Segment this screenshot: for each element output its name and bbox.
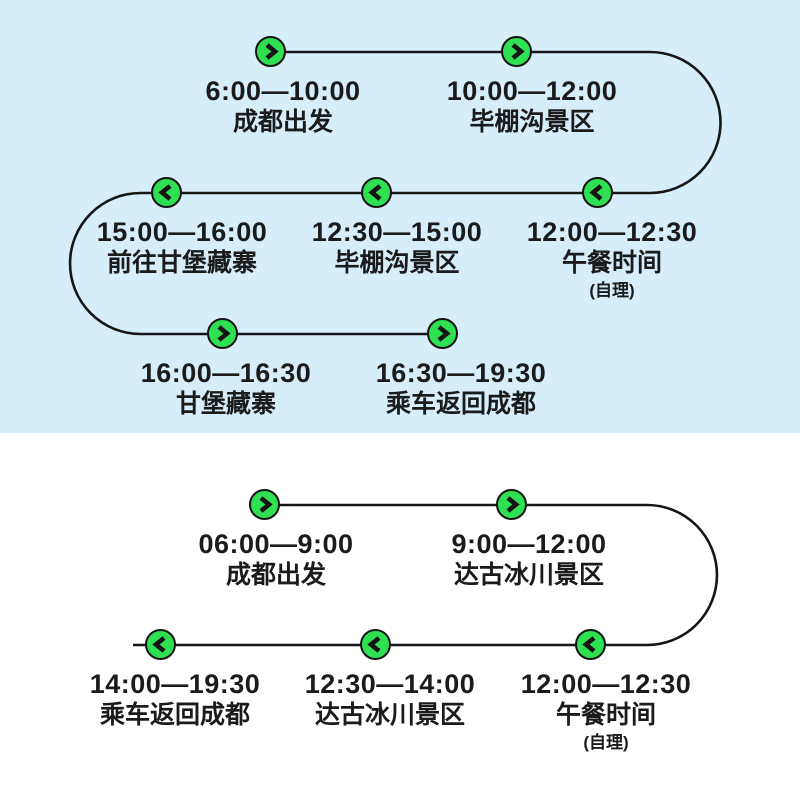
timeline-node	[249, 489, 280, 520]
stop-place: 前往甘堡藏寨	[106, 249, 257, 277]
stop-place: 成都出发	[232, 108, 334, 136]
stop-place: 午餐时间	[561, 249, 662, 277]
stop-time: 16:30—19:30	[375, 358, 547, 388]
chevron-right-icon	[265, 43, 279, 60]
stop-place: 成都出发	[225, 561, 327, 589]
chevron-left-icon	[589, 184, 603, 201]
stop-place: 乘车返回成都	[99, 701, 250, 729]
stop-place: 乘车返回成都	[385, 390, 536, 418]
stop-label-block: 15:00—16:00 前往甘堡藏寨	[97, 217, 268, 279]
stop-time: 15:00—16:00	[96, 217, 268, 247]
timeline-node	[360, 629, 391, 660]
stop-time: 12:30—14:00	[304, 669, 476, 699]
stop-time: 10:00—12:00	[446, 76, 618, 106]
timeline-node	[496, 489, 527, 520]
stop-place: 毕棚沟景区	[469, 108, 595, 136]
stop-label-block: 6:00—10:00 成都出发	[205, 76, 360, 138]
chevron-left-icon	[582, 636, 596, 653]
route-line-1	[68, 50, 722, 336]
stop-label-block: 06:00—9:00 成都出发	[198, 529, 353, 591]
stop-label-block: 12:00—12:30 午餐时间 (自理)	[521, 669, 692, 754]
stop-note: (自理)	[583, 733, 629, 752]
stop-place: 午餐时间	[555, 701, 656, 729]
stop-time: 12:30—15:00	[311, 217, 483, 247]
timeline-node	[151, 177, 182, 208]
chevron-right-icon	[506, 496, 520, 513]
chevron-left-icon	[158, 184, 172, 201]
timeline-node	[361, 177, 392, 208]
stop-label-block: 10:00—12:00 毕棚沟景区	[447, 76, 618, 138]
stop-place: 达古冰川景区	[314, 701, 465, 729]
timeline-node	[582, 177, 613, 208]
stop-label-block: 12:00—12:30 午餐时间 (自理)	[527, 217, 698, 302]
stop-place: 达古冰川景区	[453, 561, 605, 589]
stop-time: 9:00—12:00	[451, 529, 607, 559]
stop-label-block: 12:30—15:00 毕棚沟景区	[312, 217, 483, 279]
stop-time: 12:00—12:30	[520, 669, 692, 699]
chevron-right-icon	[437, 325, 451, 342]
timeline-node	[255, 36, 286, 67]
chevron-right-icon	[511, 43, 525, 60]
stop-note: (自理)	[589, 281, 635, 300]
chevron-right-icon	[259, 496, 273, 513]
itinerary-2-section: 06:00—9:00 成都出发 9:00—12:00 达古冰川景区 14:00—…	[0, 433, 800, 800]
stop-label-block: 12:30—14:00 达古冰川景区	[305, 669, 476, 731]
timeline-node	[575, 629, 606, 660]
stop-label-block: 14:00—19:30 乘车返回成都	[90, 669, 261, 731]
stop-place: 甘堡藏寨	[175, 390, 276, 418]
stop-label-block: 16:00—16:30 甘堡藏寨	[141, 358, 312, 420]
timeline-node	[207, 318, 238, 349]
timeline-node	[145, 629, 176, 660]
timeline-node	[427, 318, 458, 349]
stop-place: 毕棚沟景区	[334, 249, 460, 277]
chevron-left-icon	[368, 184, 382, 201]
stop-time: 14:00—19:30	[89, 669, 261, 699]
stop-label-block: 16:30—19:30 乘车返回成都	[376, 358, 547, 420]
chevron-left-icon	[367, 636, 381, 653]
route-line-2	[133, 503, 719, 647]
chevron-right-icon	[217, 325, 231, 342]
itinerary-1-section: 6:00—10:00 成都出发 10:00—12:00 毕棚沟景区 15:00—…	[0, 0, 800, 433]
stop-label-block: 9:00—12:00 达古冰川景区	[451, 529, 606, 591]
stop-time: 16:00—16:30	[140, 358, 312, 388]
stop-time: 06:00—9:00	[198, 529, 354, 559]
chevron-left-icon	[152, 636, 166, 653]
stop-time: 6:00—10:00	[205, 76, 361, 106]
timeline-node	[501, 36, 532, 67]
stop-time: 12:00—12:30	[526, 217, 698, 247]
